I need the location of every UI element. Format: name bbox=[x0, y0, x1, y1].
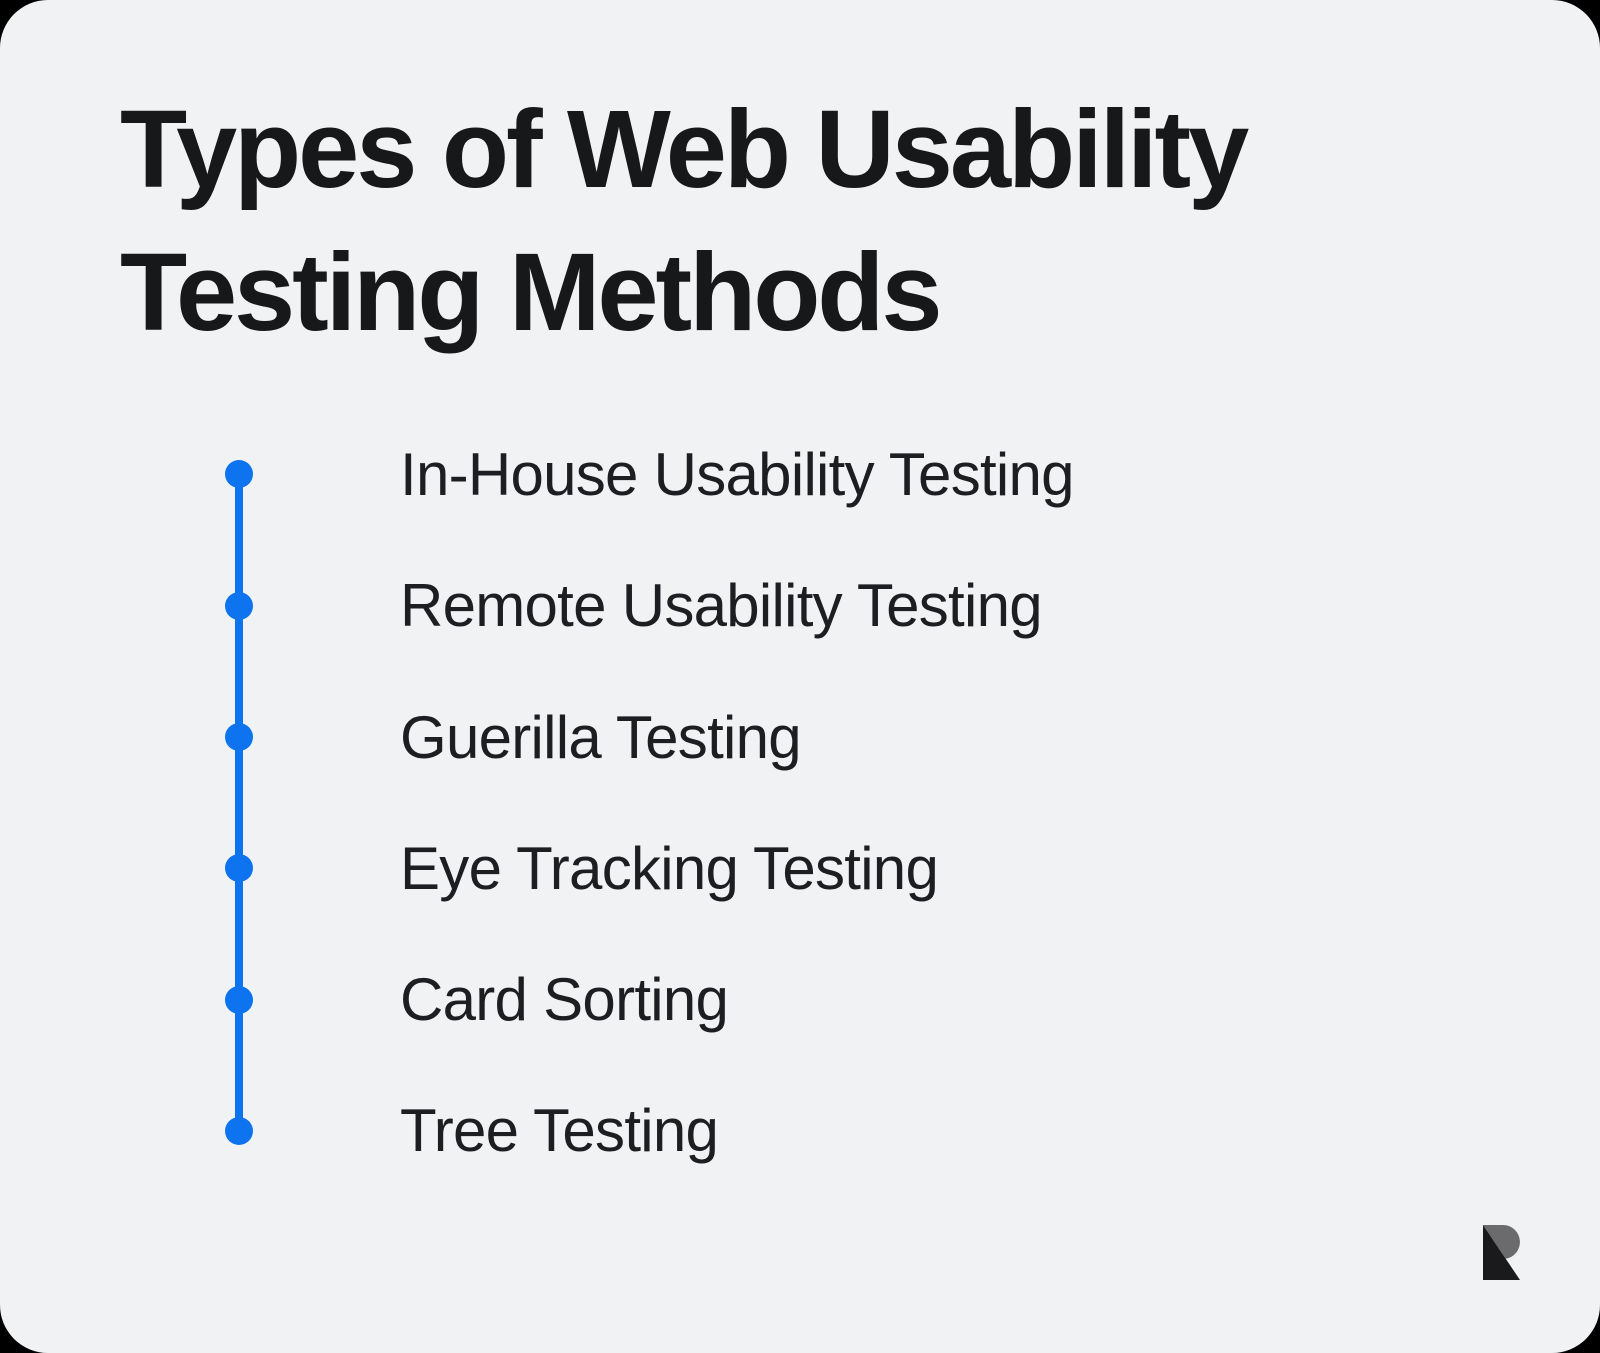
title-line-1: Types of Web Usability bbox=[120, 88, 1249, 211]
timeline-item-label: Eye Tracking Testing bbox=[400, 834, 939, 902]
title-line-2: Testing Methods bbox=[120, 231, 943, 354]
timeline-item: In-House Usability Testing bbox=[0, 409, 1600, 540]
timeline-item-label: Tree Testing bbox=[400, 1097, 719, 1165]
bullet-dot-icon bbox=[225, 1116, 253, 1145]
timeline-item: Remote Usability Testing bbox=[0, 540, 1600, 671]
timeline-connector-line bbox=[235, 474, 243, 1131]
bullet-dot-icon bbox=[225, 591, 253, 620]
timeline-item: Eye Tracking Testing bbox=[0, 803, 1600, 934]
bullet-dot-icon bbox=[225, 985, 253, 1014]
timeline-item-label: Remote Usability Testing bbox=[400, 572, 1043, 640]
timeline-item: Guerilla Testing bbox=[0, 671, 1600, 802]
timeline-item: Tree Testing bbox=[0, 1065, 1600, 1196]
bullet-dot-icon bbox=[225, 854, 253, 883]
timeline-item: Card Sorting bbox=[0, 934, 1600, 1065]
timeline: In-House Usability Testing Remote Usabil… bbox=[0, 409, 1600, 1197]
timeline-item-label: Guerilla Testing bbox=[400, 703, 802, 771]
timeline-item-label: In-House Usability Testing bbox=[400, 440, 1075, 508]
timeline-item-label: Card Sorting bbox=[400, 966, 729, 1034]
bullet-dot-icon bbox=[225, 460, 253, 489]
bullet-dot-icon bbox=[225, 723, 253, 752]
r-monogram-logo-icon bbox=[1483, 1225, 1520, 1280]
